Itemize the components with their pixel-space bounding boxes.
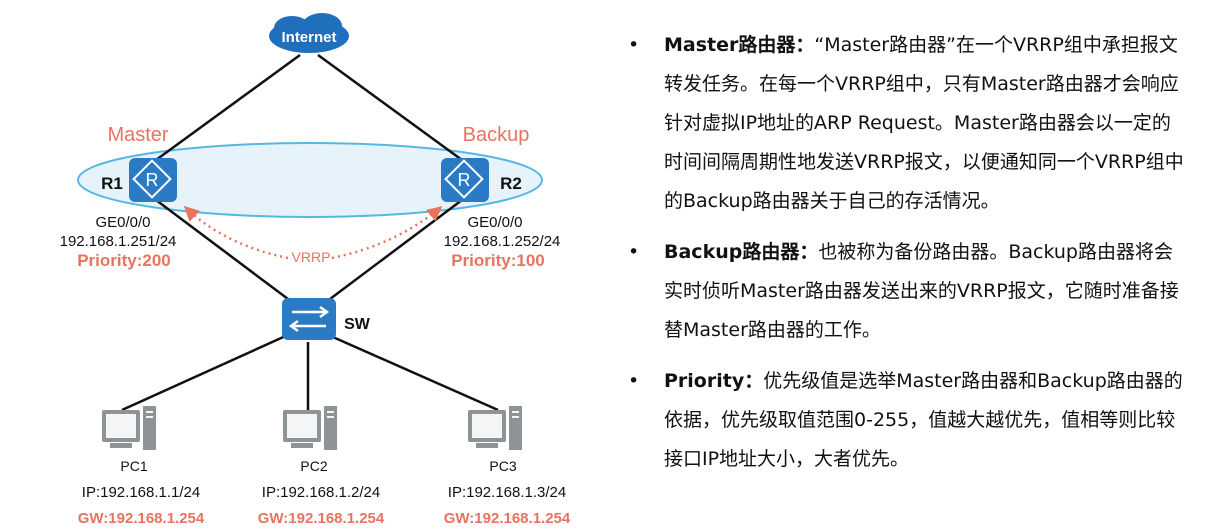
router-r1-icon: R [129, 158, 177, 202]
router-r2-icon: R [441, 158, 489, 202]
link-switch-pc1 [121, 332, 291, 412]
pc3-icon [468, 406, 522, 450]
pc3-name: PC3 [489, 458, 516, 474]
pc3-gateway: GW:192.168.1.254 [444, 510, 571, 527]
svg-text:R: R [146, 170, 159, 190]
switch-icon [282, 298, 336, 340]
vrrp-group-ellipse [77, 142, 543, 218]
r2-interface-label: GE0/0/0 [467, 214, 522, 231]
r2-role-label: Backup [463, 124, 530, 146]
links [121, 53, 499, 412]
bullet-icon: • [628, 241, 640, 263]
vrrp-label: VRRP [292, 249, 331, 265]
r1-interface-label: GE0/0/0 [95, 214, 150, 231]
description-notes: • Master路由器：“Master路由器”在一个VRRP组中承担报文转发任务… [628, 26, 1188, 491]
note-term: Master路由器： [664, 34, 815, 56]
note-text: 也被称为备份路由器。Backup路由器将会实时侦听Master路由器发送出来的V… [664, 241, 1179, 341]
pc1-name: PC1 [120, 458, 147, 474]
bullet-icon: • [628, 34, 640, 56]
pc1-icon [102, 406, 156, 450]
pc2-name: PC2 [300, 458, 327, 474]
link-r1-switch [155, 199, 293, 303]
r2-ip-label: 192.168.1.252/24 [444, 233, 561, 250]
note-priority: • Priority：优先级值是选举Master路由器和Backup路由器的依据… [628, 362, 1188, 479]
r1-role-label: Master [107, 124, 168, 146]
note-master: • Master路由器：“Master路由器”在一个VRRP组中承担报文转发任务… [628, 26, 1188, 221]
r1-ip-label: 192.168.1.251/24 [60, 233, 177, 250]
internet-cloud-icon [269, 13, 349, 53]
internet-label: Internet [281, 29, 336, 46]
link-switch-pc3 [325, 332, 499, 412]
note-term: Backup路由器： [664, 241, 819, 263]
pc2-ip: IP:192.168.1.2/24 [262, 484, 380, 501]
vrrp-topology-diagram: Internet R R Master Backup R1 R2 GE0/0/0… [60, 13, 571, 527]
r2-name-label: R2 [500, 174, 522, 193]
svg-text:R: R [458, 170, 471, 190]
vrrp-arrow-right [331, 206, 443, 260]
note-text: 优先级值是选举Master路由器和Backup路由器的依据，优先级取值范围0-2… [664, 370, 1183, 470]
link-internet-r1 [155, 53, 301, 162]
r1-name-label: R1 [101, 174, 123, 193]
vrrp-arrow-left [183, 205, 289, 260]
r2-priority-label: Priority:100 [451, 251, 545, 270]
bullet-icon: • [628, 370, 640, 392]
pc1-gateway: GW:192.168.1.254 [78, 510, 205, 527]
pc3-ip: IP:192.168.1.3/24 [448, 484, 566, 501]
note-term: Priority： [664, 370, 764, 392]
pc2-gateway: GW:192.168.1.254 [258, 510, 385, 527]
note-text: “Master路由器”在一个VRRP组中承担报文转发任务。在每一个VRRP组中，… [664, 34, 1184, 212]
r1-priority-label: Priority:200 [77, 251, 171, 270]
note-backup: • Backup路由器：也被称为备份路由器。Backup路由器将会实时侦听Mas… [628, 233, 1188, 350]
pc2-icon [283, 406, 337, 450]
link-internet-r2 [317, 53, 463, 162]
pc1-ip: IP:192.168.1.1/24 [82, 484, 200, 501]
switch-label: SW [344, 316, 371, 333]
